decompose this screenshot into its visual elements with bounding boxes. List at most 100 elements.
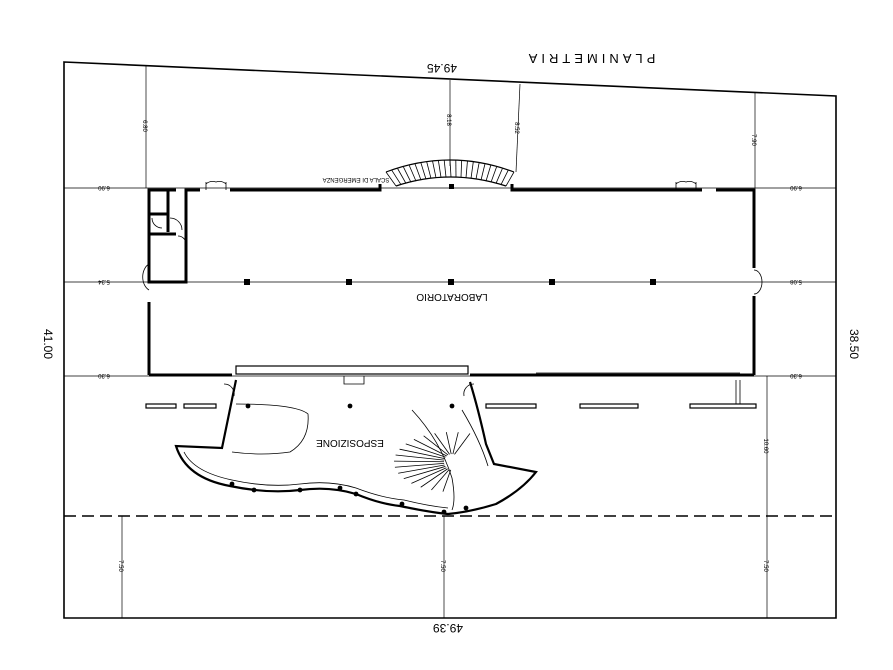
plan-title: PLANIMETRIA bbox=[525, 51, 656, 66]
stair-tread bbox=[408, 165, 417, 182]
spiral-step bbox=[434, 433, 450, 455]
stair-tread bbox=[432, 161, 437, 178]
dim-front-depth: 10.60 bbox=[762, 438, 768, 454]
stair-tread bbox=[470, 161, 474, 179]
spiral-step bbox=[454, 433, 471, 455]
exhibition-inner-line bbox=[183, 451, 449, 509]
right-door-arc bbox=[753, 269, 763, 295]
spiral-step bbox=[405, 443, 446, 458]
door-swing-exhibition-right bbox=[463, 383, 475, 397]
spiral-step bbox=[394, 460, 445, 463]
stair-tread bbox=[465, 161, 468, 178]
column bbox=[251, 487, 257, 493]
stair-tread bbox=[437, 160, 442, 178]
stair-note: SCALA DI EMERGENZA bbox=[323, 176, 390, 182]
stair-tread bbox=[385, 171, 397, 187]
front-segment bbox=[183, 403, 217, 409]
spiral-step bbox=[423, 435, 449, 456]
column bbox=[650, 279, 656, 285]
entry-gate bbox=[343, 376, 365, 385]
stair-tread bbox=[480, 164, 486, 181]
lab-wall-top-right bbox=[510, 184, 702, 192]
annex-door-swing-2 bbox=[151, 217, 163, 229]
stair-tread bbox=[414, 164, 422, 181]
lot-boundary bbox=[63, 61, 837, 619]
spiral-step bbox=[445, 432, 452, 455]
stair-tread bbox=[443, 160, 447, 178]
spiral-step bbox=[420, 468, 448, 488]
annex-walls bbox=[147, 188, 200, 284]
spiral-step bbox=[411, 467, 447, 484]
annex-door-swing-1 bbox=[169, 217, 183, 231]
lab-columns bbox=[244, 184, 656, 285]
spiral-stair bbox=[394, 432, 471, 492]
exhibition-wall-curve-2 bbox=[461, 409, 489, 467]
top-stair-treads bbox=[385, 159, 515, 187]
dim-bottom-center: 7.50 bbox=[439, 560, 445, 572]
spiral-step bbox=[398, 464, 445, 474]
left-door-arc bbox=[142, 263, 150, 291]
stair-tread bbox=[500, 170, 509, 185]
dim-left-height: 41.00 bbox=[41, 329, 55, 359]
column bbox=[449, 403, 455, 409]
dim-bottom-right: 7.50 bbox=[762, 560, 768, 572]
column bbox=[244, 279, 250, 285]
column bbox=[347, 403, 353, 409]
dim-band-mid-right: 5.08 bbox=[790, 278, 802, 284]
lab-front-canopy bbox=[235, 365, 469, 375]
column bbox=[245, 403, 251, 409]
door-swing-exhibition-left bbox=[223, 383, 235, 397]
column bbox=[549, 279, 555, 285]
dim-top-center: 8.18 bbox=[445, 114, 451, 126]
front-segment bbox=[145, 403, 177, 409]
stair-tread bbox=[490, 166, 497, 183]
room-label-laboratorio: LABORATORIO bbox=[416, 291, 488, 302]
room-label-esposizione: ESPOSIZIONE bbox=[316, 437, 384, 448]
exhibition-wall-curve bbox=[411, 409, 455, 511]
stair-tread bbox=[460, 160, 463, 178]
front-segment bbox=[689, 403, 757, 409]
dim-band-mid-left: 5.34 bbox=[98, 278, 110, 284]
dim-bottom-width: 49.39 bbox=[433, 621, 463, 635]
stair-tread bbox=[397, 168, 407, 184]
stair-tread bbox=[505, 171, 515, 187]
spiral-step bbox=[431, 469, 450, 491]
annex-door-swing-3 bbox=[177, 235, 187, 245]
dim-band-low-left: 6.30 bbox=[98, 372, 110, 378]
dim-line-right-top bbox=[515, 83, 521, 173]
lab-wall-top-left bbox=[230, 184, 382, 192]
front-segment bbox=[485, 403, 537, 409]
column bbox=[229, 481, 235, 487]
stair-tread bbox=[420, 162, 427, 180]
column bbox=[463, 505, 469, 511]
dim-top-right: 8.52 bbox=[513, 122, 519, 134]
spiral-step bbox=[442, 469, 452, 492]
spiral-step bbox=[403, 466, 446, 480]
dim-band-top-right: 6.90 bbox=[790, 184, 802, 190]
lab-wall-right bbox=[716, 188, 756, 268]
exhibition-partition bbox=[231, 403, 309, 455]
column bbox=[441, 509, 447, 515]
spiral-step bbox=[395, 454, 445, 461]
top-curved-stair-inner bbox=[395, 176, 507, 187]
column bbox=[346, 279, 352, 285]
top-left-door bbox=[205, 181, 227, 190]
column bbox=[449, 184, 454, 189]
dim-bottom-left: 7.50 bbox=[117, 560, 123, 572]
column bbox=[353, 491, 359, 497]
dim-right-height: 38.50 bbox=[847, 329, 861, 359]
exhibition-columns bbox=[229, 403, 469, 515]
stair-tread bbox=[426, 161, 432, 179]
column bbox=[337, 485, 343, 491]
dim-top-far-right: 7.90 bbox=[750, 134, 756, 146]
dim-top-left: 6.80 bbox=[141, 120, 147, 132]
stair-tread bbox=[403, 166, 412, 183]
column bbox=[297, 487, 303, 493]
column bbox=[399, 501, 405, 507]
spiral-step bbox=[394, 463, 445, 468]
spiral-step bbox=[399, 448, 445, 459]
stair-tread bbox=[485, 165, 492, 182]
spiral-step bbox=[452, 432, 459, 455]
top-right-door bbox=[675, 181, 697, 190]
